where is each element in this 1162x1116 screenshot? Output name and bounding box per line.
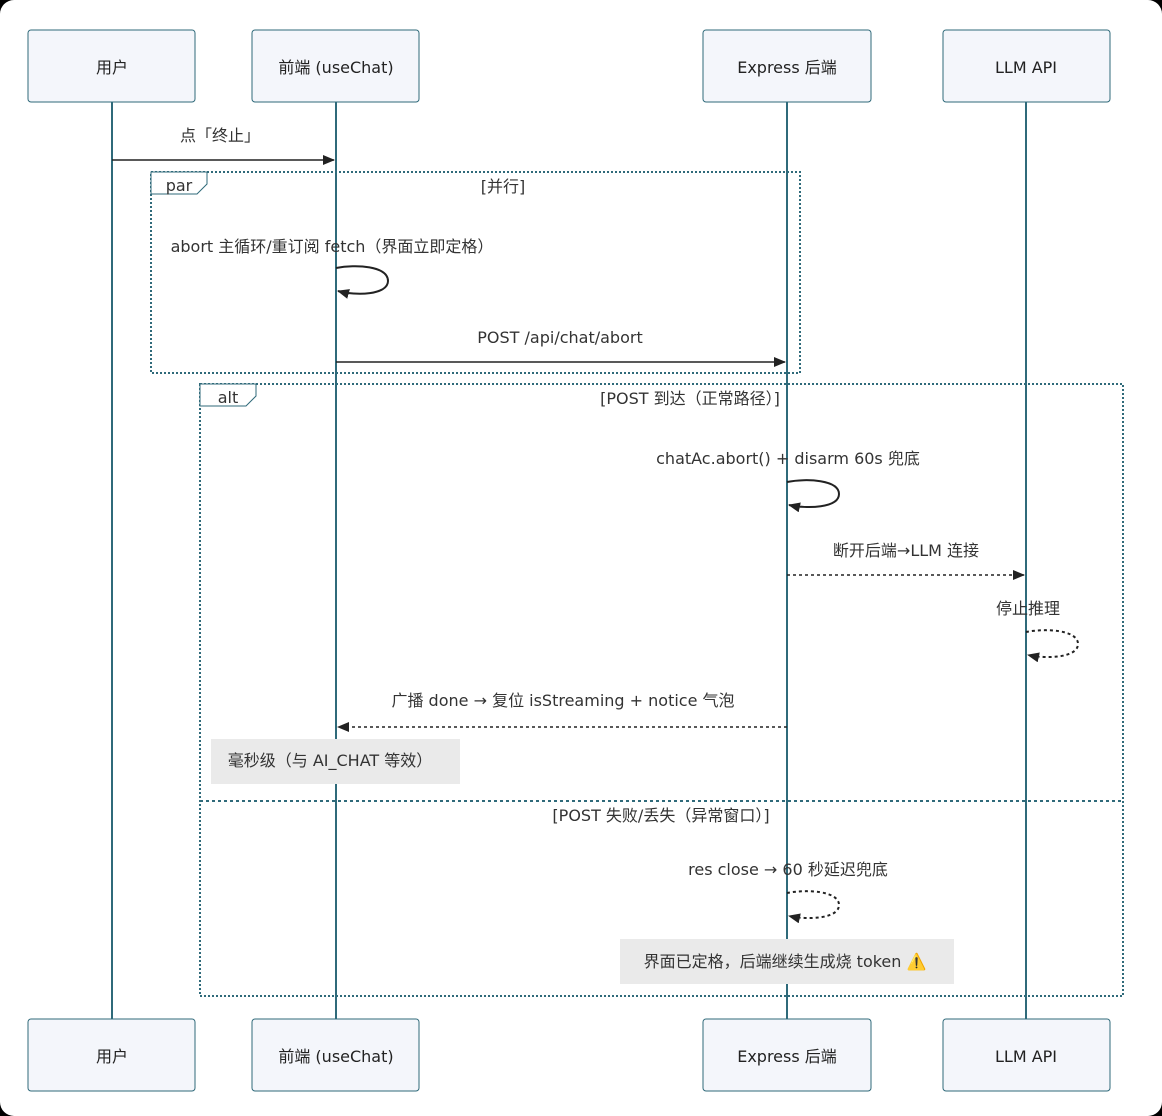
actor-label: LLM API — [995, 1047, 1057, 1066]
actor-backend-bottom: Express 后端 — [702, 1018, 872, 1092]
par-condition: [并行] — [481, 177, 526, 196]
actor-label: LLM API — [995, 58, 1057, 77]
alt-fragment: alt [POST 到达（正常路径）] [POST 失败/丢失（异常窗口）] — [199, 383, 1124, 997]
actor-llm-bottom: LLM API — [942, 1018, 1111, 1092]
self-loop-arrow — [786, 890, 841, 924]
message-label: res close → 60 秒延迟兜底 — [688, 860, 888, 879]
message-res-close: res close → 60 秒延迟兜底 — [688, 860, 888, 924]
actor-llm-top: LLM API — [942, 29, 1111, 103]
actor-frontend-bottom: 前端 (useChat) — [251, 1018, 420, 1092]
actor-label: 用户 — [96, 58, 128, 77]
actor-user-bottom: 用户 — [27, 1018, 196, 1092]
alt-else-condition: [POST 失败/丢失（异常窗口）] — [552, 806, 769, 825]
message-stop-inference: 停止推理 — [996, 599, 1080, 663]
message-label: abort 主循环/重订阅 fetch（界面立即定格） — [171, 237, 494, 256]
par-keyword: par — [166, 176, 193, 195]
message-label: 停止推理 — [996, 599, 1060, 618]
actor-label: Express 后端 — [737, 1047, 837, 1066]
message-label: chatAc.abort() + disarm 60s 兜底 — [656, 449, 920, 468]
warning-note-text: 界面已定格，后端继续生成烧 token ⚠️ — [644, 952, 927, 971]
actor-label: Express 后端 — [737, 58, 837, 77]
message-label: 广播 done → 复位 isStreaming + notice 气泡 — [391, 691, 734, 710]
actor-frontend-top: 前端 (useChat) — [251, 29, 420, 103]
millisecond-note-text: 毫秒级（与 AI_CHAT 等效） — [228, 751, 433, 771]
message-label: 断开后端→LLM 连接 — [833, 541, 979, 560]
lifelines — [111, 102, 1027, 1019]
message-broadcast-done: 广播 done → 复位 isStreaming + notice 气泡 — [337, 691, 787, 732]
actor-backend-top: Express 后端 — [702, 29, 872, 103]
actor-label: 前端 (useChat) — [278, 1047, 393, 1066]
self-loop-arrow — [1025, 629, 1080, 663]
alt-condition: [POST 到达（正常路径）] — [600, 389, 780, 408]
message-disconnect-llm: 断开后端→LLM 连接 — [787, 541, 1025, 580]
message-chatac-abort: chatAc.abort() + disarm 60s 兜底 — [656, 449, 920, 513]
warning-note: 界面已定格，后端继续生成烧 token ⚠️ — [620, 939, 954, 984]
par-fragment: par [并行] — [150, 171, 801, 374]
message-click-abort: 点「终止」 — [112, 126, 335, 165]
message-label: POST /api/chat/abort — [477, 328, 642, 347]
actor-label: 前端 (useChat) — [278, 58, 393, 77]
millisecond-note: 毫秒级（与 AI_CHAT 等效） — [211, 739, 460, 784]
actor-label: 用户 — [96, 1047, 128, 1066]
self-loop-arrow — [786, 479, 841, 513]
alt-keyword: alt — [218, 388, 239, 407]
self-loop-arrow — [335, 265, 390, 299]
message-post-abort: POST /api/chat/abort — [336, 328, 786, 367]
message-abort-main-loop: abort 主循环/重订阅 fetch（界面立即定格） — [171, 237, 494, 299]
message-label: 点「终止」 — [180, 126, 260, 145]
actor-user-top: 用户 — [27, 29, 196, 103]
